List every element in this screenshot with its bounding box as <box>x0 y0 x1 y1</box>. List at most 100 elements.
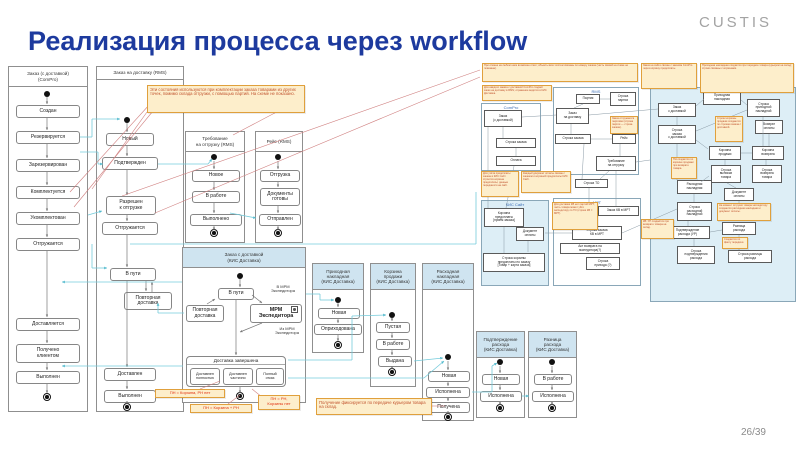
comment-note: Каждый документ оплаты связан с заказом … <box>521 171 571 193</box>
frame-header: Корзина продажи (КИС Доставка) <box>371 264 415 290</box>
uml-entity: Строка разницы расхода <box>728 250 772 263</box>
custis-logo: CUSTIS <box>698 14 772 31</box>
uml-entity: Заказ с доставкой <box>658 103 696 117</box>
comment-note: При отмене на любом шаге возможен откат;… <box>482 63 638 82</box>
end-dot <box>496 404 504 412</box>
formula-note: ПН = Корзина + РН <box>190 404 252 413</box>
end-dot <box>444 413 452 421</box>
uml-entity: Строка подтверждения расхода <box>677 246 715 264</box>
state-node: Новая <box>318 308 360 319</box>
start-dot <box>445 354 451 360</box>
uml-entity: Корзина продажи <box>709 146 741 160</box>
substate-node: Доставлен частично <box>223 368 253 385</box>
state-node: Повторная доставка <box>124 292 172 310</box>
start-dot <box>275 154 281 160</box>
state-node: Создан <box>16 105 80 118</box>
frame-header: Заказ (с доставкой) (ComPro) <box>9 67 87 87</box>
state-node: Резервируется <box>16 131 80 144</box>
frame-header: Подтверждение расхода (КИС Доставка) <box>477 332 524 358</box>
state-node: Пустая <box>376 322 410 333</box>
frame-rms-delivery-order: Заказ на доставку (RMS) <box>96 66 184 412</box>
uml-entity: Строка возврата товара <box>752 165 782 183</box>
end-dot <box>548 404 556 412</box>
formula-note: ПН = Корзина, РН нет <box>155 389 225 398</box>
uml-entity: Требование на отгрузку <box>596 156 636 171</box>
uml-entity: Строка заказа <box>496 138 536 148</box>
composite-title: Доставка завершена <box>187 357 285 365</box>
uml-entity: Партия <box>576 94 600 104</box>
state-node: Подтвержден <box>102 157 158 170</box>
end-dot <box>274 229 282 237</box>
end-dot <box>123 403 131 411</box>
start-dot <box>549 359 555 365</box>
edge-label: Из МРМ Экспедитора <box>274 326 299 336</box>
frame-header: Разница расхода (КИС Доставка) <box>529 332 576 358</box>
state-node: Выполнен <box>16 371 80 384</box>
substate-node: Доставлен полностью <box>190 368 220 385</box>
frame-header: Приходная накладная (КИС Доставка) <box>313 264 363 290</box>
comment-note: Приходная накладная создаётся при переда… <box>700 63 794 93</box>
uml-entity: Разница расхода <box>722 222 756 235</box>
state-node: Отправлен <box>259 214 301 226</box>
edge-label: В МРМ Экспедитора <box>270 284 295 294</box>
start-dot <box>497 359 503 365</box>
uml-entity: Рейс <box>612 134 636 144</box>
end-dot <box>210 229 218 237</box>
start-dot <box>237 273 243 279</box>
comment-note: ПН создаётся по корзине продажи при возв… <box>671 157 697 179</box>
start-dot <box>124 117 130 123</box>
end-dot <box>388 368 396 376</box>
comment-note: Для доставки КВ нет партий МРТ; часть то… <box>552 202 598 230</box>
comment-note: Для каждого заказа с доставкой ComPro со… <box>482 85 552 101</box>
start-dot <box>211 154 217 160</box>
uml-entity: Строка заказа <box>555 134 591 144</box>
state-node: В работе <box>376 339 410 350</box>
uml-entity: Строка приходной накладной <box>747 99 780 117</box>
state-node: Разрешен к отгрузке <box>106 196 156 215</box>
state-node: Исполнена <box>426 387 470 398</box>
state-node: Выдана <box>378 356 412 367</box>
frame-rms-trip: Рейс (RMS) <box>255 131 303 243</box>
comment-note: Получение фиксируется по передаче курьер… <box>316 398 432 415</box>
comment-note: Строки корзины продажи создаются по стро… <box>715 116 743 142</box>
state-node: Отгрузка <box>260 170 300 182</box>
end-dot <box>236 392 244 400</box>
state-node: Выполнен <box>104 390 156 403</box>
uml-entity: Строка прихода (?) <box>586 257 620 270</box>
package-label: ComPro <box>503 105 519 110</box>
slide-title: Реализация процесса через workflow <box>28 26 528 56</box>
uml-entity: Заказ КВ в МРТ <box>598 206 639 216</box>
comment-note: Эти состояния используются при комплекта… <box>147 85 305 113</box>
start-dot <box>389 312 395 318</box>
state-node: В работе <box>192 191 240 203</box>
state-node: Получена <box>427 402 470 413</box>
state-node: Получено клиентом <box>16 344 80 363</box>
uml-entity: Акт возврата на экспедитора(?) <box>560 243 620 254</box>
start-dot <box>335 297 341 303</box>
uml-entity: Заказ на доставку <box>556 108 589 124</box>
comment-note: На момент отгрузки товара экспедитору со… <box>717 203 771 221</box>
state-node: Новый <box>106 133 154 146</box>
state-node: Документы готовы <box>260 188 300 206</box>
state-node: Отгружается <box>16 238 80 251</box>
uml-entity: Корзина предоплаты [прием заказа] <box>484 208 524 227</box>
state-node: Повторная доставка <box>186 305 224 322</box>
state-node: Укомплектован <box>16 212 80 225</box>
formula-note: ПН = РН, Корзины нет <box>258 395 300 410</box>
package-label: КИС Сайт <box>505 202 525 207</box>
comment-note: Создаётся по факту передачи. <box>722 237 748 249</box>
uml-entity: Приходная накладная <box>703 91 741 105</box>
uml-entity: Заказ (с доставкой) <box>484 110 522 127</box>
uml-entity: Строка расходной накладной <box>677 202 712 221</box>
state-node: Доставлен <box>104 368 156 381</box>
state-node: Зарезервирован <box>16 159 80 172</box>
uml-entity: Документ оплаты <box>516 227 544 241</box>
uml-entity: Корзина возврата <box>752 146 784 160</box>
substate-node: Полный отказ <box>256 368 284 385</box>
state-node: Новая <box>428 371 470 382</box>
comment-note: Заказ отгружается партиями (строка парти… <box>610 116 638 134</box>
frame-header: Заказ с доставкой (КИС Доставка) <box>183 248 305 268</box>
uml-entity: Расходная накладная <box>677 180 712 194</box>
